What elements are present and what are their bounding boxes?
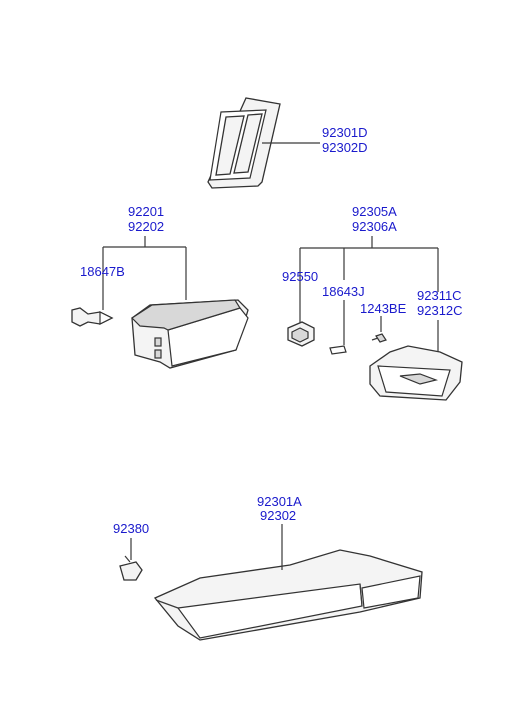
label-rear-reflex-rh[interactable]: 92302: [260, 508, 296, 523]
screw: [371, 333, 387, 343]
socket: [287, 321, 315, 347]
turn-lamp-assembly: [299, 236, 439, 368]
label-turn-lamp-rh[interactable]: 92306A: [352, 219, 397, 234]
label-lens-rh[interactable]: 92312C: [417, 303, 463, 318]
fog-bulb: [71, 307, 114, 327]
label-turn-lamp-lh[interactable]: 92305A: [352, 204, 397, 219]
rear-reflex-lamp: [153, 549, 423, 641]
label-rear-reflex-lh[interactable]: 92301A: [257, 494, 302, 509]
label-fog-bulb[interactable]: 18647B: [80, 264, 125, 279]
label-fog-lamp-rh[interactable]: 92202: [128, 219, 164, 234]
clip: [119, 555, 143, 581]
label-side-marker-rh[interactable]: 92302D: [322, 140, 368, 155]
side-marker-lamp: [207, 97, 281, 189]
label-clip[interactable]: 92380: [113, 521, 149, 536]
label-lens-lh[interactable]: 92311C: [417, 288, 462, 303]
label-screw[interactable]: 1243BE: [360, 301, 407, 316]
turn-lamp-lens: [369, 345, 463, 401]
turn-bulb: [329, 345, 347, 355]
fog-lamp-assembly: [102, 236, 249, 369]
label-fog-lamp-lh[interactable]: 92201: [128, 204, 164, 219]
label-turn-bulb[interactable]: 18643J: [322, 284, 365, 299]
label-socket[interactable]: 92550: [282, 269, 318, 284]
label-side-marker-lh[interactable]: 92301D: [322, 125, 368, 140]
